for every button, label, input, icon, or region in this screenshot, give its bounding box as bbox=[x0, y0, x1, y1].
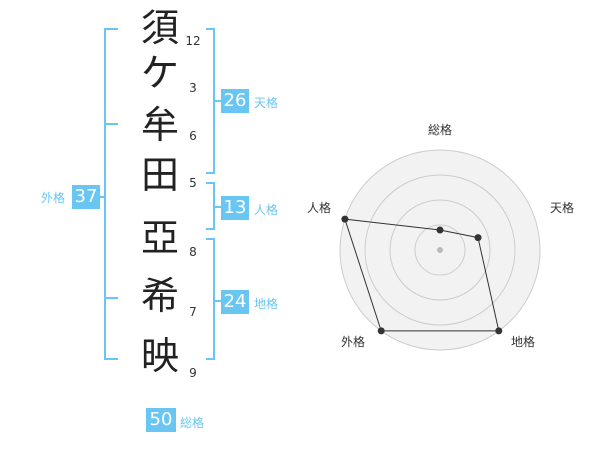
radar-axis-label-jinkaku: 人格 bbox=[307, 201, 332, 215]
jinkaku-value: 13 bbox=[221, 196, 249, 220]
radar-ring bbox=[389, 199, 491, 301]
stroke-count-3: 6 bbox=[189, 129, 197, 143]
stroke-count-6: 7 bbox=[189, 305, 197, 319]
gaikaku-bracket bbox=[104, 28, 118, 360]
stroke-count-4: 5 bbox=[189, 176, 197, 190]
radar-axis-label-chikaku: 地格 bbox=[511, 335, 536, 349]
stroke-count-7: 9 bbox=[189, 366, 197, 380]
gaikaku-value: 37 bbox=[72, 185, 100, 209]
tenkaku-bracket-tick bbox=[215, 100, 221, 102]
gaikaku-bracket-mid-tick bbox=[104, 123, 118, 125]
radar-series-polygon bbox=[344, 218, 500, 332]
radar-ring bbox=[364, 174, 516, 326]
gaikaku-bracket-mid-tick bbox=[104, 297, 118, 299]
jinkaku-bracket-tick bbox=[215, 206, 221, 208]
radar-point bbox=[436, 226, 444, 234]
name-char-1: 須 bbox=[140, 6, 179, 50]
jinkaku-bracket bbox=[206, 182, 215, 230]
jinkaku-label: 人格 bbox=[254, 203, 279, 217]
radar-point bbox=[474, 234, 482, 242]
chikaku-label: 地格 bbox=[254, 297, 279, 311]
tenkaku-value: 26 bbox=[221, 89, 249, 113]
stroke-count-1: 12 bbox=[185, 34, 201, 48]
radar-axis-label-tenkaku: 天格 bbox=[550, 201, 575, 215]
name-char-2: ケ bbox=[140, 51, 179, 95]
soukaku-value: 50 bbox=[146, 408, 176, 432]
chikaku-value: 24 bbox=[221, 290, 249, 314]
stroke-count-2: 3 bbox=[189, 81, 197, 95]
radar-point bbox=[377, 327, 385, 335]
chikaku-bracket-tick bbox=[215, 300, 221, 302]
gaikaku-bracket-outer-tick bbox=[99, 196, 105, 198]
soukaku-label: 総格 bbox=[180, 416, 205, 430]
name-char-5: 亞 bbox=[140, 216, 179, 260]
gaikaku-label: 外格 bbox=[41, 191, 66, 205]
stroke-count-5: 8 bbox=[189, 245, 197, 259]
tenkaku-label: 天格 bbox=[254, 96, 279, 110]
radar-axis-label-soukaku: 総格 bbox=[428, 123, 453, 137]
radar-point bbox=[495, 327, 503, 335]
chikaku-bracket bbox=[206, 238, 215, 360]
tenkaku-bracket bbox=[206, 28, 215, 174]
name-char-6: 希 bbox=[140, 274, 179, 318]
radar-ring bbox=[414, 224, 466, 276]
radar-point bbox=[341, 215, 349, 223]
name-char-3: 牟 bbox=[140, 103, 179, 147]
radar-center-dot bbox=[437, 247, 443, 253]
name-char-4: 田 bbox=[140, 153, 179, 197]
name-char-7: 映 bbox=[140, 334, 179, 378]
radar-axis-label-gaikaku: 外格 bbox=[341, 335, 366, 349]
